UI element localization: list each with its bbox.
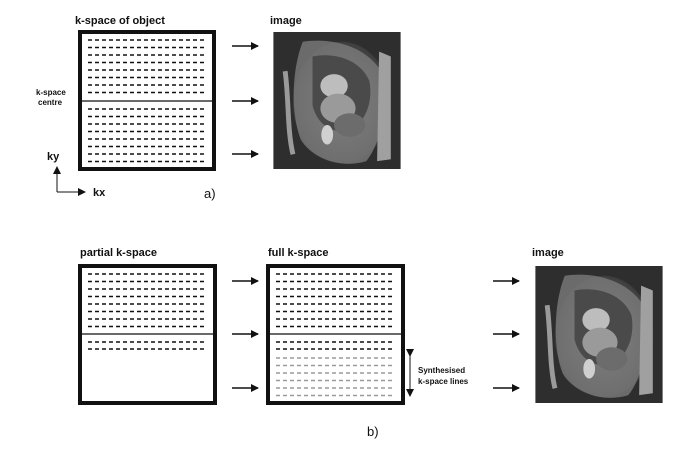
image-title-b: image [532, 247, 564, 259]
synth-label-2: k-space lines [418, 377, 469, 386]
axis-kx-label: kx [93, 187, 106, 199]
kspace-object-lines [88, 39, 206, 163]
partial-kspace-lines [88, 273, 207, 350]
kspace-object-title: k-space of object [75, 15, 165, 27]
axis-ky-label: ky [47, 151, 60, 163]
image-title-a: image [270, 15, 302, 27]
kspace-centre-label-2: centre [38, 98, 63, 107]
mri-image-a [273, 32, 400, 169]
full-kspace-lines [276, 273, 395, 397]
part-label-b: b) [367, 424, 379, 439]
partial-kspace-title: partial k-space [80, 247, 157, 259]
part-label-a: a) [204, 186, 216, 201]
kspace-centre-label-1: k-space [36, 88, 66, 97]
mri-image-b [535, 266, 662, 403]
full-kspace-title: full k-space [268, 247, 329, 259]
synth-label-1: Synthesised [418, 366, 465, 375]
